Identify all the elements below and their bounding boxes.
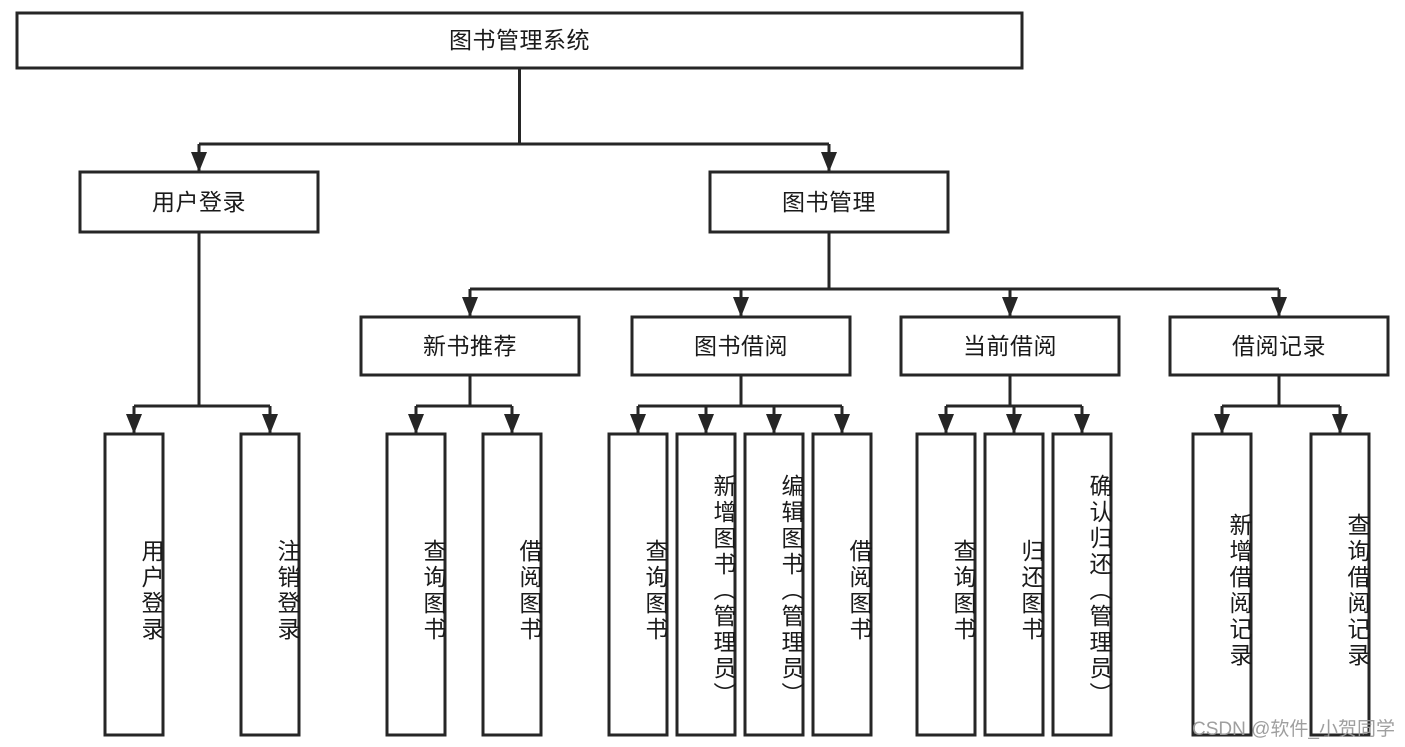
arrow-icon-leaf_1 — [262, 414, 278, 434]
node-box-leaf_4[interactable] — [607, 432, 669, 737]
arrow-icon-leaf_6 — [766, 414, 782, 434]
arrow-icon-l3_3 — [1271, 297, 1287, 317]
arrow-icon-l3_2 — [1002, 297, 1018, 317]
node-box-l3_0[interactable] — [359, 315, 581, 377]
node-box-leaf_5[interactable] — [675, 432, 737, 737]
node-box-l3_3[interactable] — [1168, 315, 1390, 377]
arrow-icon-leaf_3 — [504, 414, 520, 434]
arrow-icon-leaf_0 — [126, 414, 142, 434]
node-box-leaf_11[interactable] — [1191, 432, 1253, 737]
arrow-icon-leaf_11 — [1214, 414, 1230, 434]
node-box-l2_1[interactable] — [708, 170, 950, 234]
arrow-icon-leaf_7 — [834, 414, 850, 434]
node-box-leaf_7[interactable] — [811, 432, 873, 737]
arrow-icon-l3_0 — [462, 297, 478, 317]
node-box-leaf_8[interactable] — [915, 432, 977, 737]
node-box-root[interactable] — [15, 11, 1024, 70]
arrow-icon-leaf_2 — [408, 414, 424, 434]
arrow-icon-leaf_9 — [1006, 414, 1022, 434]
arrow-icon-l2_1 — [821, 152, 837, 172]
node-box-leaf_2[interactable] — [385, 432, 447, 737]
arrow-icon-l2_0 — [191, 152, 207, 172]
arrow-icon-leaf_10 — [1074, 414, 1090, 434]
node-box-leaf_9[interactable] — [983, 432, 1045, 737]
arrow-icon-leaf_4 — [630, 414, 646, 434]
node-box-leaf_6[interactable] — [743, 432, 805, 737]
arrow-icon-l3_1 — [733, 297, 749, 317]
node-box-leaf_3[interactable] — [481, 432, 543, 737]
node-box-l3_1[interactable] — [630, 315, 852, 377]
node-box-l2_0[interactable] — [78, 170, 320, 234]
edges-group — [126, 68, 1348, 434]
arrow-icon-leaf_5 — [698, 414, 714, 434]
node-box-leaf_12[interactable] — [1309, 432, 1371, 737]
node-box-leaf_10[interactable] — [1051, 432, 1113, 737]
boxes-group — [15, 11, 1390, 737]
node-box-leaf_1[interactable] — [239, 432, 301, 737]
node-box-l3_2[interactable] — [899, 315, 1121, 377]
arrow-icon-leaf_12 — [1332, 414, 1348, 434]
node-box-leaf_0[interactable] — [103, 432, 165, 737]
arrow-icon-leaf_8 — [938, 414, 954, 434]
